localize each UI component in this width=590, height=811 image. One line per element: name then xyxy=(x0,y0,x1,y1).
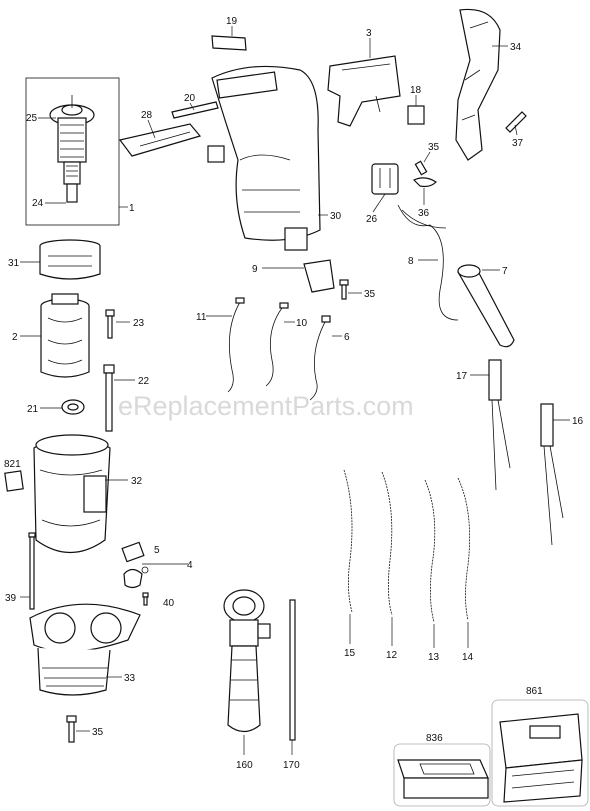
label-2: 2 xyxy=(12,332,18,343)
gear-case-part[interactable] xyxy=(29,603,141,696)
label-17: 17 xyxy=(456,371,468,382)
label-836: 836 xyxy=(426,733,443,744)
label-821: 821 xyxy=(4,459,21,470)
label-40: 40 xyxy=(163,598,175,609)
clip-28-part[interactable] xyxy=(118,123,202,157)
watermark: eReplacementParts.com xyxy=(118,391,414,421)
cord-8-part[interactable] xyxy=(397,204,459,321)
motor-housing-part[interactable] xyxy=(33,434,111,553)
screw-23-part[interactable] xyxy=(105,309,115,339)
label-39: 39 xyxy=(5,593,17,604)
screw-35-bottom-part[interactable] xyxy=(66,715,77,743)
label-35-bottom: 35 xyxy=(92,727,104,738)
screw-35-upper-part[interactable] xyxy=(414,160,428,176)
label-35-upper: 35 xyxy=(428,142,440,153)
brush-16-part[interactable] xyxy=(540,403,564,546)
wire-6-part[interactable] xyxy=(309,315,331,401)
label-6: 6 xyxy=(344,332,350,343)
label-35-mid: 35 xyxy=(364,289,376,300)
label-13: 13 xyxy=(428,652,440,663)
tube-22-part[interactable] xyxy=(103,364,115,432)
clip-36-part[interactable] xyxy=(412,177,437,188)
armature-group xyxy=(25,77,128,226)
lead-14-part[interactable] xyxy=(457,477,471,621)
label-32: 32 xyxy=(131,476,143,487)
part-labels: 25 24 1 31 2 23 22 21 821 32 5 4 39 40 3… xyxy=(4,16,584,771)
label-23: 23 xyxy=(133,318,145,329)
label-36: 36 xyxy=(418,208,430,219)
label-170: 170 xyxy=(283,760,300,771)
bracket-9-part[interactable] xyxy=(303,259,335,293)
screw-37-part[interactable] xyxy=(505,111,527,133)
label-11: 11 xyxy=(196,312,207,323)
accessory-box-frame xyxy=(393,743,491,807)
lead-15-part[interactable] xyxy=(343,469,353,613)
sleeve-7-part[interactable] xyxy=(457,264,515,348)
label-34: 34 xyxy=(510,42,522,53)
shaft-20-part[interactable] xyxy=(171,101,219,119)
label-31: 31 xyxy=(8,258,20,269)
label-14: 14 xyxy=(462,652,474,663)
kit-box-part[interactable] xyxy=(499,713,583,803)
label-160: 160 xyxy=(236,760,253,771)
handle-housing-part[interactable] xyxy=(207,65,321,251)
brush-17-part[interactable] xyxy=(488,359,511,491)
capacitor-26-part[interactable] xyxy=(371,163,399,195)
screw-40-part[interactable] xyxy=(142,592,149,606)
accessory-box-part[interactable] xyxy=(397,759,489,799)
label-26: 26 xyxy=(366,214,378,225)
label-5: 5 xyxy=(154,545,160,556)
lead-13-part[interactable] xyxy=(424,479,436,623)
field-stator-part[interactable] xyxy=(40,293,90,378)
label-37: 37 xyxy=(512,138,524,149)
label-861: 861 xyxy=(526,686,543,697)
armature-part[interactable] xyxy=(49,95,95,203)
label-4: 4 xyxy=(187,560,193,571)
rear-handle-part[interactable] xyxy=(455,8,501,161)
wire-11-part[interactable] xyxy=(227,297,245,393)
label-21: 21 xyxy=(27,404,39,415)
label-10: 10 xyxy=(296,318,308,329)
label-24: 24 xyxy=(32,198,44,209)
lead-12-part[interactable] xyxy=(381,471,393,616)
baffle-ring-part[interactable] xyxy=(39,239,101,280)
part-18[interactable] xyxy=(407,105,425,125)
label-3: 3 xyxy=(366,28,372,39)
label-7: 7 xyxy=(502,266,508,277)
label-15: 15 xyxy=(344,648,356,659)
screw-35-mid-part[interactable] xyxy=(339,279,349,300)
bearing-21-part[interactable] xyxy=(61,399,85,415)
kit-box-frame xyxy=(491,699,589,807)
label-25: 25 xyxy=(26,113,38,124)
switch-3-part[interactable] xyxy=(327,55,401,127)
label-30: 30 xyxy=(330,211,342,222)
label-16: 16 xyxy=(572,416,584,427)
label-18: 18 xyxy=(410,85,422,96)
side-handle-part[interactable] xyxy=(223,589,271,733)
wire-10-part[interactable] xyxy=(265,302,289,387)
label-19: 19 xyxy=(226,16,238,27)
plate-19-part[interactable] xyxy=(211,35,247,51)
label-1: 1 xyxy=(129,203,135,214)
label-33: 33 xyxy=(124,673,136,684)
label-9: 9 xyxy=(252,264,258,275)
screw-39-part[interactable] xyxy=(28,532,36,610)
label-28: 28 xyxy=(141,110,153,121)
armature-box xyxy=(25,77,120,226)
depth-rod-part[interactable] xyxy=(289,599,296,741)
brush-holder-part[interactable] xyxy=(121,541,149,589)
label-20: 20 xyxy=(184,93,196,104)
label-22: 22 xyxy=(138,376,150,387)
label-12: 12 xyxy=(386,650,398,661)
label-plate-part[interactable] xyxy=(4,470,24,492)
label-8: 8 xyxy=(408,256,414,267)
